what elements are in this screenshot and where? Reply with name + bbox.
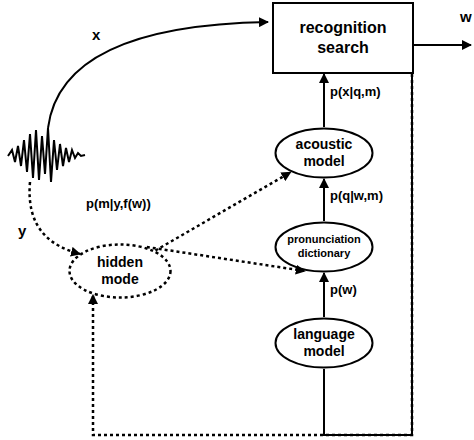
model-ellipse: language model (274, 317, 374, 369)
connector-arrow (324, 74, 325, 127)
node-label: acoustic model (284, 136, 364, 171)
model-ellipse: acoustic model (274, 127, 374, 179)
connector-arrow (324, 74, 412, 435)
ellipse-outline (276, 223, 373, 272)
probability-label: p(w) (330, 282, 357, 297)
connector-line (323, 273, 325, 317)
connector-line (93, 74, 412, 435)
signal-x-arrow (48, 22, 268, 128)
connector-line (324, 74, 412, 435)
connector-line (147, 247, 305, 271)
dotted-connector (155, 172, 290, 250)
node-label: pronunciation dictionary (277, 233, 371, 261)
connector-line (323, 179, 325, 221)
ellipse-outline (276, 319, 373, 368)
connector-line (323, 74, 325, 127)
signal-label: w (460, 8, 472, 25)
connector-line (155, 172, 290, 250)
process-box: recognition search (272, 2, 414, 74)
output-w-arrow (413, 44, 471, 46)
dotted-connector (93, 74, 412, 435)
node-label: hidden mode (85, 254, 155, 289)
probability-label: p(q|w,m) (330, 188, 383, 203)
dotted-connector (147, 247, 305, 271)
probability-label: p(m|y,f(w)) (86, 196, 151, 211)
signal-label: x (92, 26, 100, 43)
speech-waveform (8, 128, 85, 182)
connector-arrow (324, 179, 325, 221)
model-ellipse: hidden mode (68, 243, 172, 299)
ellipse-outline (276, 129, 373, 178)
probability-label: p(x|q,m) (330, 84, 381, 99)
signal-y-arrow (30, 182, 80, 254)
ellipse-outline (70, 245, 171, 298)
signal-label: y (18, 222, 26, 239)
connector-arrow (324, 273, 325, 317)
model-ellipse: pronunciation dictionary (274, 221, 374, 273)
node-label: language model (284, 326, 364, 361)
node-label: recognition search (293, 18, 393, 58)
